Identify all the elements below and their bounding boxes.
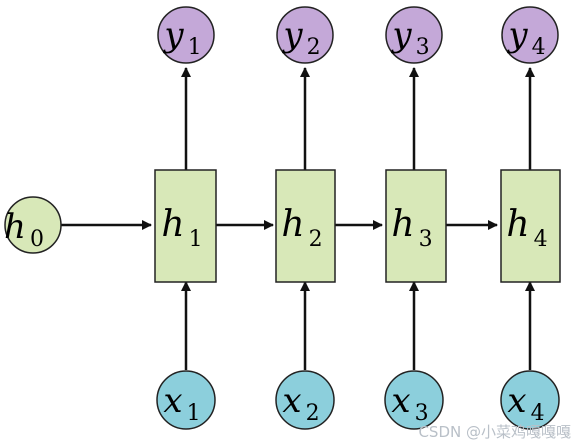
label-x3-sub: 3 xyxy=(415,401,429,426)
node-x1: x 1 xyxy=(156,370,216,430)
svg-text:h 3: h 3 xyxy=(391,204,432,252)
svg-text:y 1: y 1 xyxy=(162,15,201,60)
label-h3-sub: 3 xyxy=(419,227,433,252)
label-y1-sub: 1 xyxy=(188,35,202,60)
label-y2-name: y xyxy=(281,15,303,55)
label-h4-sub: 4 xyxy=(534,227,548,252)
label-y4-sub: 4 xyxy=(532,35,546,60)
label-x4-name: x xyxy=(507,381,526,421)
label-x4-sub: 4 xyxy=(531,401,545,426)
node-x4-circle xyxy=(500,370,560,430)
node-x2-circle xyxy=(275,370,335,430)
svg-text:h 1: h 1 xyxy=(161,204,202,252)
node-h4: h 4 xyxy=(500,169,561,283)
svg-text:x 4: x 4 xyxy=(507,381,544,426)
label-h1-sub: 1 xyxy=(189,227,203,252)
node-x3: x 3 xyxy=(384,370,444,430)
svg-text:x 2: x 2 xyxy=(282,381,319,426)
node-y3-circle xyxy=(385,6,443,64)
edges xyxy=(61,67,535,370)
svg-text:h 4: h 4 xyxy=(506,204,547,252)
watermark-text: CSDN @小菜鸡嘎嘎嘎 xyxy=(418,423,571,441)
label-y1-name: y xyxy=(162,15,184,55)
svg-text:y 3: y 3 xyxy=(390,15,429,60)
node-y2-circle xyxy=(276,6,334,64)
node-h4-box xyxy=(500,169,561,283)
label-h0-name: h xyxy=(4,207,26,247)
node-h3-box xyxy=(385,169,447,283)
svg-text:x 3: x 3 xyxy=(391,381,428,426)
node-x3-circle xyxy=(384,370,444,430)
label-h4-name: h xyxy=(506,204,529,245)
node-y1: y 1 xyxy=(157,6,215,64)
svg-text:y 2: y 2 xyxy=(281,15,320,60)
label-y2-sub: 2 xyxy=(307,35,321,60)
label-x2-sub: 2 xyxy=(306,401,320,426)
node-y2: y 2 xyxy=(276,6,334,64)
node-h0: h 0 xyxy=(4,196,62,254)
label-x1-sub: 1 xyxy=(187,401,201,426)
node-y4-circle xyxy=(501,6,559,64)
node-y4: y 4 xyxy=(501,6,559,64)
node-h0-circle xyxy=(4,196,62,254)
label-h2-sub: 2 xyxy=(309,227,323,252)
node-h3: h 3 xyxy=(385,169,447,283)
svg-text:h 0: h 0 xyxy=(4,207,44,252)
svg-text:y 4: y 4 xyxy=(506,15,545,60)
node-h2: h 2 xyxy=(275,169,336,283)
label-h3-name: h xyxy=(391,204,414,245)
label-y3-name: y xyxy=(390,15,412,55)
node-y3: y 3 xyxy=(385,6,443,64)
label-h1-name: h xyxy=(161,204,184,245)
node-x2: x 2 xyxy=(275,370,335,430)
node-h1: h 1 xyxy=(154,169,217,283)
node-x4: x 4 xyxy=(500,370,560,430)
label-y3-sub: 3 xyxy=(416,35,430,60)
node-h1-box xyxy=(154,169,217,283)
svg-text:x 1: x 1 xyxy=(163,381,200,426)
svg-text:h 2: h 2 xyxy=(281,204,322,252)
label-h2-name: h xyxy=(281,204,304,245)
node-h2-box xyxy=(275,169,336,283)
label-x3-name: x xyxy=(391,381,410,421)
label-x1-name: x xyxy=(163,381,182,421)
node-y1-circle xyxy=(157,6,215,64)
label-h0-sub: 0 xyxy=(30,227,44,252)
label-x2-name: x xyxy=(282,381,301,421)
node-x1-circle xyxy=(156,370,216,430)
label-y4-name: y xyxy=(506,15,528,55)
